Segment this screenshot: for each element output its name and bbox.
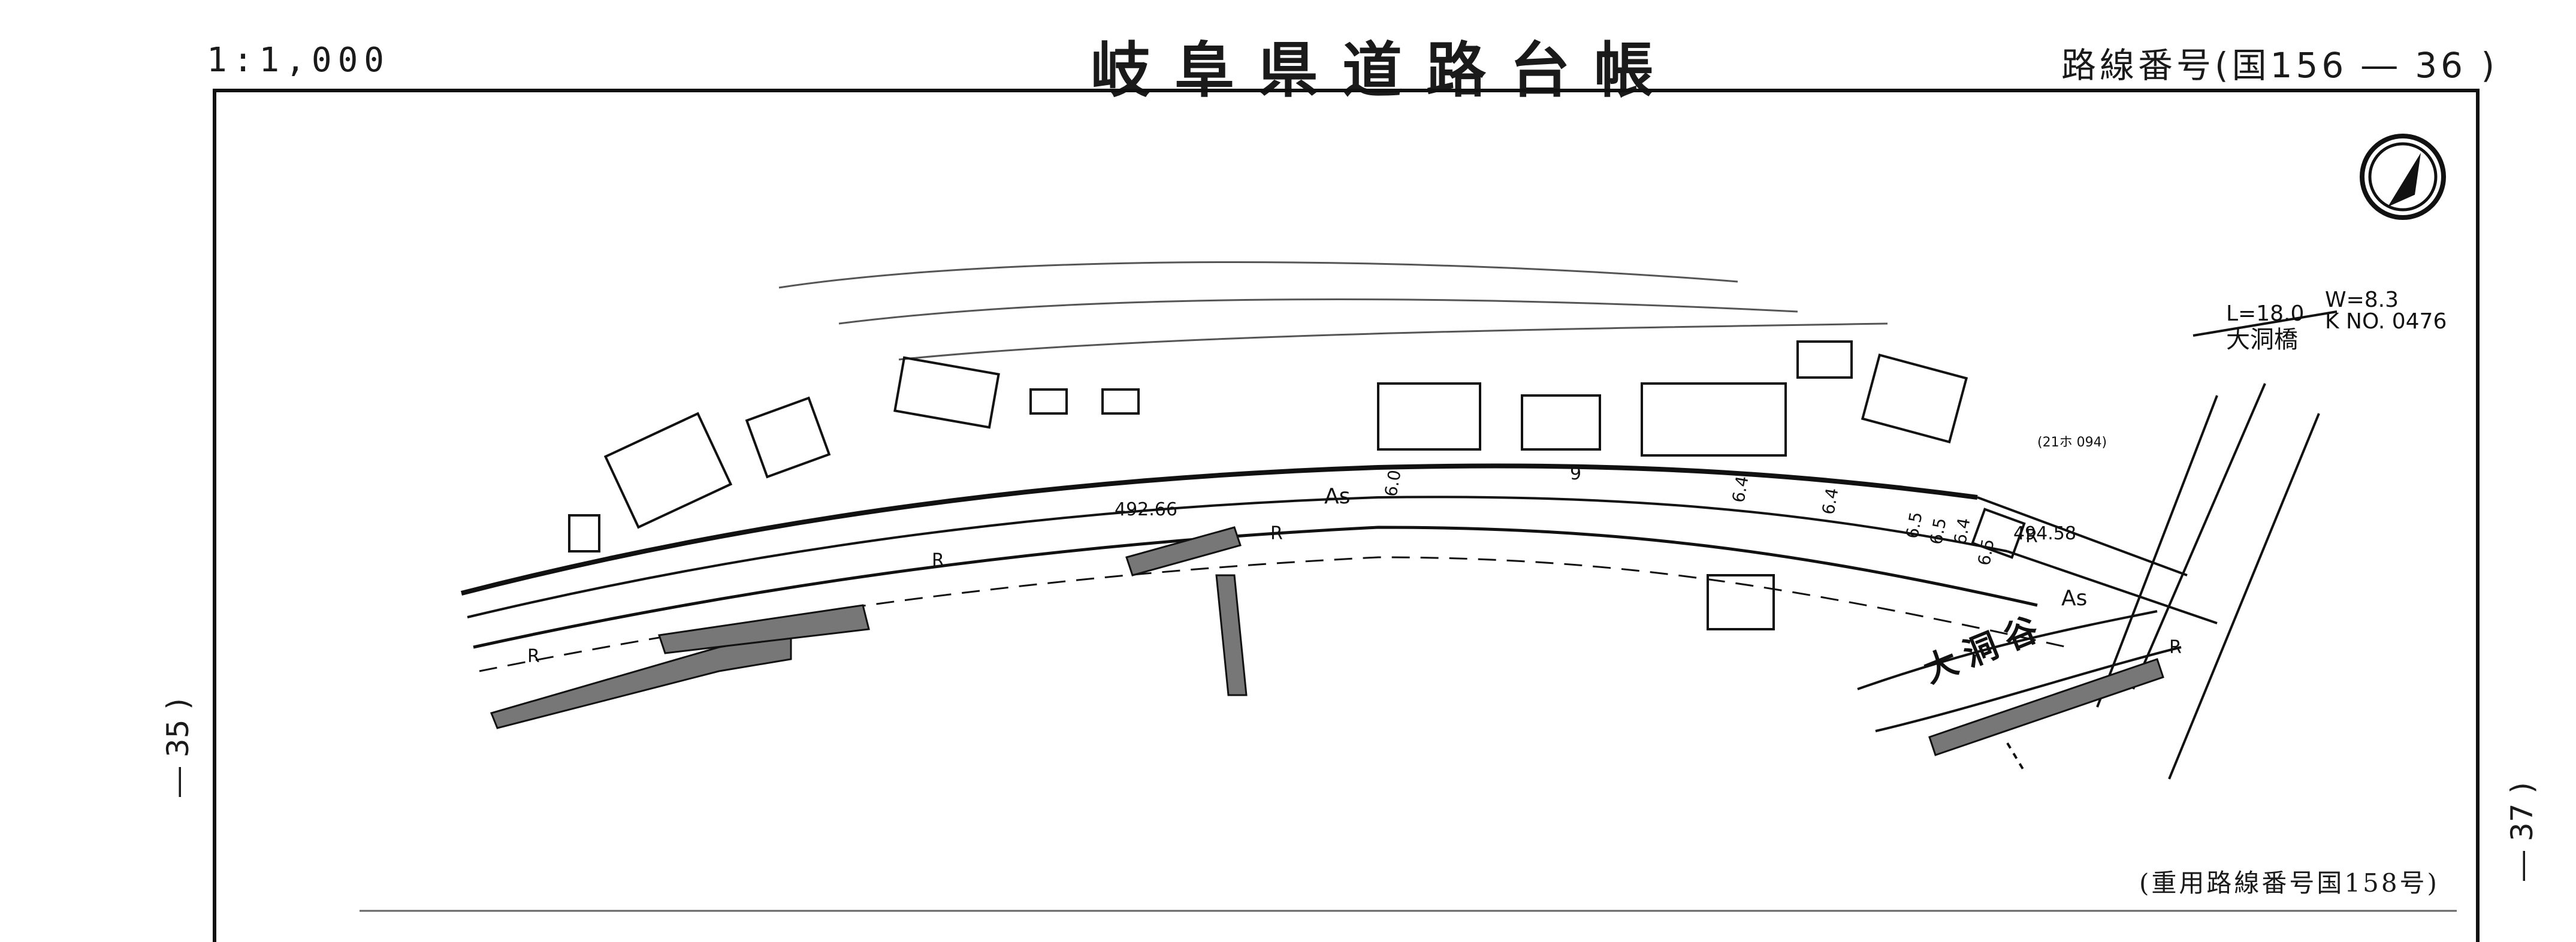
north-arrow-icon [2360, 134, 2446, 220]
elevation-label: 494.58 [2013, 523, 2076, 544]
route-number: 路線番号(国156 ― 36 ) [2061, 45, 2499, 86]
map-frame [213, 89, 2480, 942]
scale-label: 1:1,000 [207, 41, 391, 80]
bridge-width-label: W=8.3 [2325, 288, 2399, 312]
road-width-label: 6.0 [1381, 469, 1405, 499]
pavement-label: As [2061, 586, 2087, 611]
bridge-number-label: K NO. 0476 [2325, 309, 2447, 334]
road-width-label: 6.5 [1926, 517, 1950, 547]
buildings [568, 340, 2026, 630]
bridge-length-label: L=18.0 [2226, 301, 2304, 326]
pavement-label: As [1324, 484, 1350, 509]
road-width-label: 6.4 [1728, 475, 1752, 505]
marker-label: R [1270, 523, 1283, 544]
road-width-label: 6.5 [1974, 538, 1998, 567]
marker-label: R [2025, 526, 2038, 547]
bridge-name-label: 大洞橋 [2226, 326, 2298, 354]
road-width-label: 9 [1570, 463, 1581, 484]
marker-label: R [527, 646, 540, 667]
road-width-label: 6.4 [1950, 517, 1974, 547]
page-title: 岐阜県道路台帳 [1091, 35, 1678, 105]
overlap-route-note: (重用路線番号国158号) [2139, 868, 2439, 898]
bridge [1977, 310, 2338, 780]
river [1857, 610, 2182, 774]
marker-label: R [932, 550, 944, 571]
contour-lines [778, 261, 1888, 361]
marker-label: R [2169, 637, 2182, 658]
road-width-label: 6.4 [1818, 487, 1842, 517]
road-width-label: 6.5 [1902, 511, 1926, 541]
retaining-walls [490, 526, 2164, 756]
survey-code-label: (21ホ 094) [2037, 435, 2107, 450]
main-road [461, 463, 2068, 672]
elevation-label: 492.66 [1115, 499, 1177, 520]
